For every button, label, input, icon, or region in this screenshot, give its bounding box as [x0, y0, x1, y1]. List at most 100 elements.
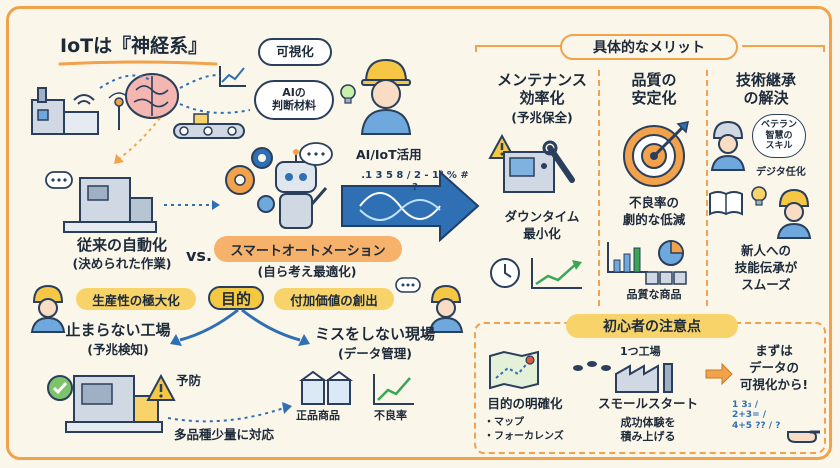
purpose-label-box: 目的 [208, 286, 264, 310]
orange-arrow-icon [705, 362, 733, 386]
veteran-worker-icon [710, 120, 746, 171]
dotted-arrow [164, 200, 220, 210]
skill-title-l1: 技術継承 [735, 71, 796, 89]
scribble-notes: 1 3₃ / 2+3= / 4+5 ?? / ? [732, 400, 781, 431]
small-factory-icon [615, 363, 673, 393]
worker-right-icon [428, 284, 464, 333]
thought-bubble-icon [299, 142, 333, 166]
bubble-ai-material: AIの 判断材料 [254, 80, 334, 120]
factory-machine-icon [31, 87, 99, 135]
visualize-first-l3: 可視化から! [739, 377, 809, 392]
bubble-visualize: 可視化 [258, 38, 332, 66]
merits-header: 具体的なメリット [560, 34, 738, 60]
defect-reduction-l2: 劇的な低減 [622, 212, 686, 227]
small-start-sub-l1: 成功体験を [620, 416, 676, 429]
robot-icon [275, 149, 328, 229]
maintenance-title-l2: 効率化 [519, 89, 565, 107]
merits-divider-2 [706, 70, 708, 306]
check-circle-icon [47, 375, 73, 401]
target-icon [623, 121, 689, 187]
traditional-sub: (決められた作業) [72, 256, 172, 271]
downtime-l2: 最小化 [523, 226, 561, 241]
defect-rate-label: 不良率 [374, 409, 407, 422]
speech-dots-icon [45, 171, 73, 189]
book-icon [709, 191, 743, 216]
line-graph-icon [219, 66, 246, 87]
veteran-bubble: ベテラン 智慧の スキル [752, 114, 806, 158]
maintenance-title-l1: メンテナンス [497, 71, 587, 89]
purpose-label: 目的 [220, 289, 251, 308]
map-icon [489, 350, 539, 390]
nonstop-factory-title: 止まらない工場 [65, 321, 171, 339]
bubble-ai-line1: AIの [282, 86, 306, 100]
bubble-visualize-text: 可視化 [276, 43, 314, 59]
multi-product-label: 多品種少量に対応 [174, 427, 275, 442]
small-start-sub-l2: 積み上げる [620, 430, 676, 443]
smart-title-banner: スマートオートメーション [214, 236, 402, 262]
lightbulb-icon [340, 84, 356, 104]
productivity-banner: 生産性の極大化 [76, 288, 196, 310]
clock-icon [490, 258, 520, 288]
new-worker-icon [776, 188, 812, 239]
traditional-title: 従来の自動化 [76, 236, 167, 254]
good-products-label: 正品商品 [296, 409, 340, 422]
purpose-clarity-title: 目的の明確化 [487, 396, 563, 411]
monitor-wrench-icon [503, 140, 575, 193]
purpose-bullet-map: ・マップ [484, 417, 524, 428]
merits-header-line [475, 45, 825, 52]
traditional-machine-icon [63, 177, 157, 233]
skill-transfer-l2: 技能伝承が [734, 260, 798, 275]
value-text: 付加価値の創出 [290, 292, 378, 308]
outer-frame [6, 6, 832, 460]
purpose-split-arrows [170, 308, 310, 346]
defect-reduction-l1: 不良率の [628, 195, 679, 210]
bubble-ai-line2: 判断材料 [272, 99, 316, 112]
skill-transfer-l3: スムーズ [741, 277, 791, 292]
worker-left-icon [30, 284, 66, 333]
skill-title-l2: の解決 [743, 89, 789, 107]
production-machine-icon [65, 375, 163, 433]
smart-title: スマートオートメーション [230, 243, 386, 259]
small-start-title: スモールスタート [598, 396, 699, 411]
nonstop-factory-sub: (予兆検知) [87, 342, 149, 357]
trend-up-icon [531, 258, 582, 289]
title-underline [58, 60, 218, 66]
gears-icon [225, 147, 275, 213]
quality-products-caption: 品質な商品 [626, 288, 682, 301]
milk-cartons-icon [298, 370, 354, 405]
speech-dots-icon-2 [395, 277, 421, 293]
math-scribbles: .1 3 5 8 / 2 - 1⁰ % # ? [361, 170, 469, 193]
quality-title-l2: 安定化 [631, 89, 677, 107]
veteran-bubble-l3: スキル [765, 141, 793, 152]
defect-chart-icon [373, 374, 414, 405]
digitize-label: デジタ任化 [756, 167, 806, 178]
conveyor-icon [173, 113, 245, 139]
downtime-l1: ダウンタイム [504, 209, 580, 224]
no-mistake-sub: (データ管理) [338, 346, 412, 361]
maintenance-sub: (予兆保全) [511, 110, 573, 125]
ai-iot-arrow [341, 169, 480, 243]
pie-chart-icon [658, 240, 684, 266]
visualize-first-l2: データの [748, 360, 799, 375]
veteran-bubble-l2: 智慧の [765, 130, 793, 141]
title-emphasis: 『神経系』 [112, 35, 208, 57]
prevent-label: 予防 [176, 373, 202, 388]
bar-chart-icon [607, 242, 648, 273]
value-banner: 付加価値の創出 [274, 288, 394, 310]
no-mistake-title: ミスをしない現場 [314, 325, 435, 343]
sensor-tower-icon [108, 92, 130, 130]
product-boxes-icon [645, 271, 687, 285]
veteran-bubble-l1: ベテラン [760, 120, 797, 131]
productivity-text: 生産性の極大化 [92, 292, 180, 308]
purpose-bullet-focus: ・フォーカレンズ [484, 431, 564, 442]
visualize-first-l1: まずは [755, 343, 793, 358]
skill-transfer-l1: 新人への [740, 243, 791, 258]
pointing-hand-icon [787, 430, 820, 443]
warning-icon [146, 373, 176, 401]
beginner-header-text: 初心者の注意点 [603, 319, 701, 335]
merits-header-text: 具体的なメリット [593, 40, 705, 56]
merits-divider-1 [598, 70, 600, 306]
smart-sub: (自ら考え最適化) [257, 264, 357, 279]
worker-helmet-icon [360, 58, 412, 135]
